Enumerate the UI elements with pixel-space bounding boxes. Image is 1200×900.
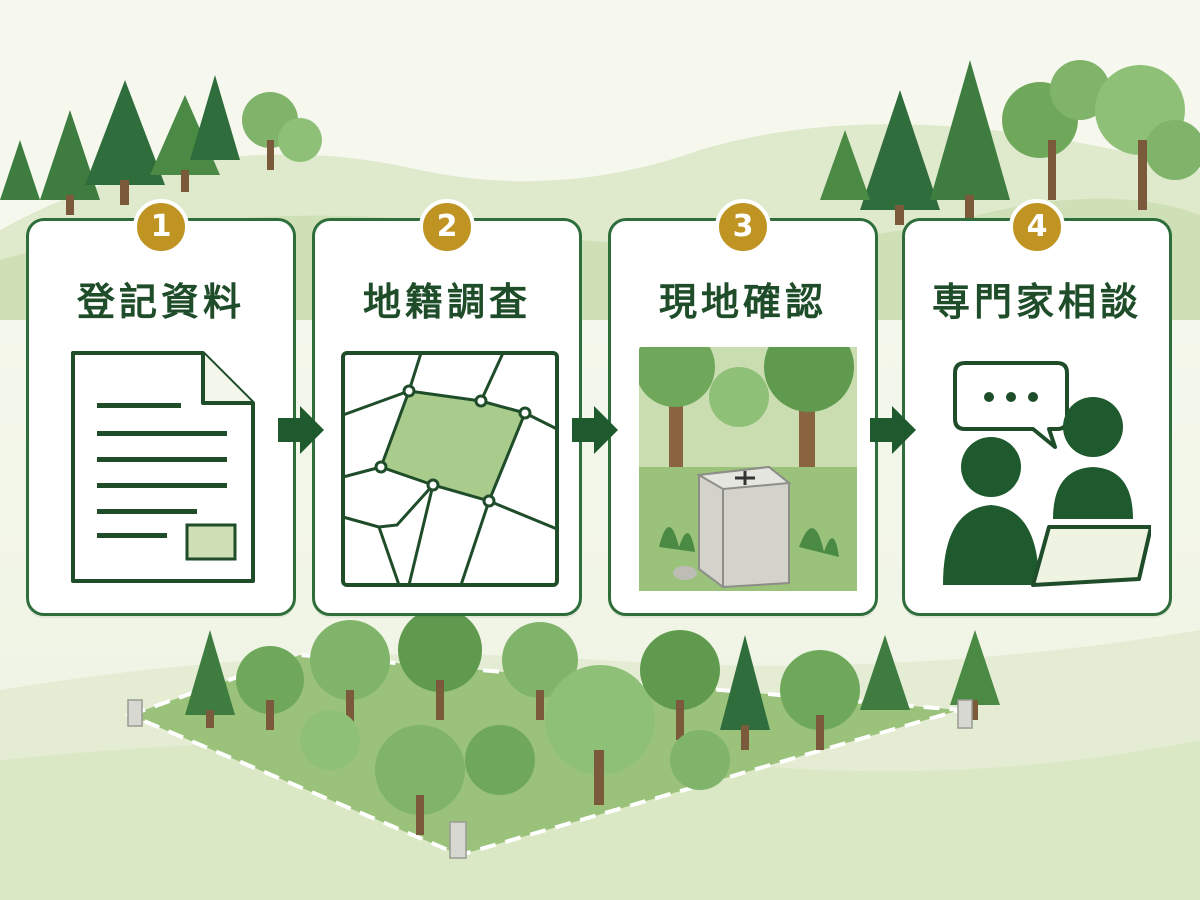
- step-number-badge: 3: [715, 199, 771, 255]
- forest-top-right: [820, 60, 1200, 225]
- step-title: 登記資料: [76, 280, 245, 324]
- forest-top-left: [0, 75, 322, 215]
- next-step-arrow: [568, 404, 620, 456]
- next-step-arrow: [274, 404, 326, 456]
- step-card-3: 3 現地確認: [608, 199, 878, 616]
- step-title: 現地確認: [658, 280, 827, 324]
- parcel-map-icon: [339, 349, 561, 589]
- forest-parcel: [124, 608, 1000, 859]
- step-title: 地籍調査: [362, 280, 531, 324]
- step-card-2: 2 地籍調査: [312, 199, 582, 616]
- consultation-icon: [929, 349, 1151, 589]
- next-step-arrow: [866, 404, 918, 456]
- step-number-badge: 1: [133, 199, 189, 255]
- step-card-4: 4 専門家相談: [902, 199, 1172, 616]
- step-title: 専門家相談: [931, 280, 1142, 324]
- step-number-badge: 2: [419, 199, 475, 255]
- step-number-badge: 4: [1009, 199, 1065, 255]
- boundary-stone-icon: [639, 347, 857, 591]
- step-card-1: 1 登記資料: [26, 199, 296, 616]
- document-icon: [53, 349, 275, 589]
